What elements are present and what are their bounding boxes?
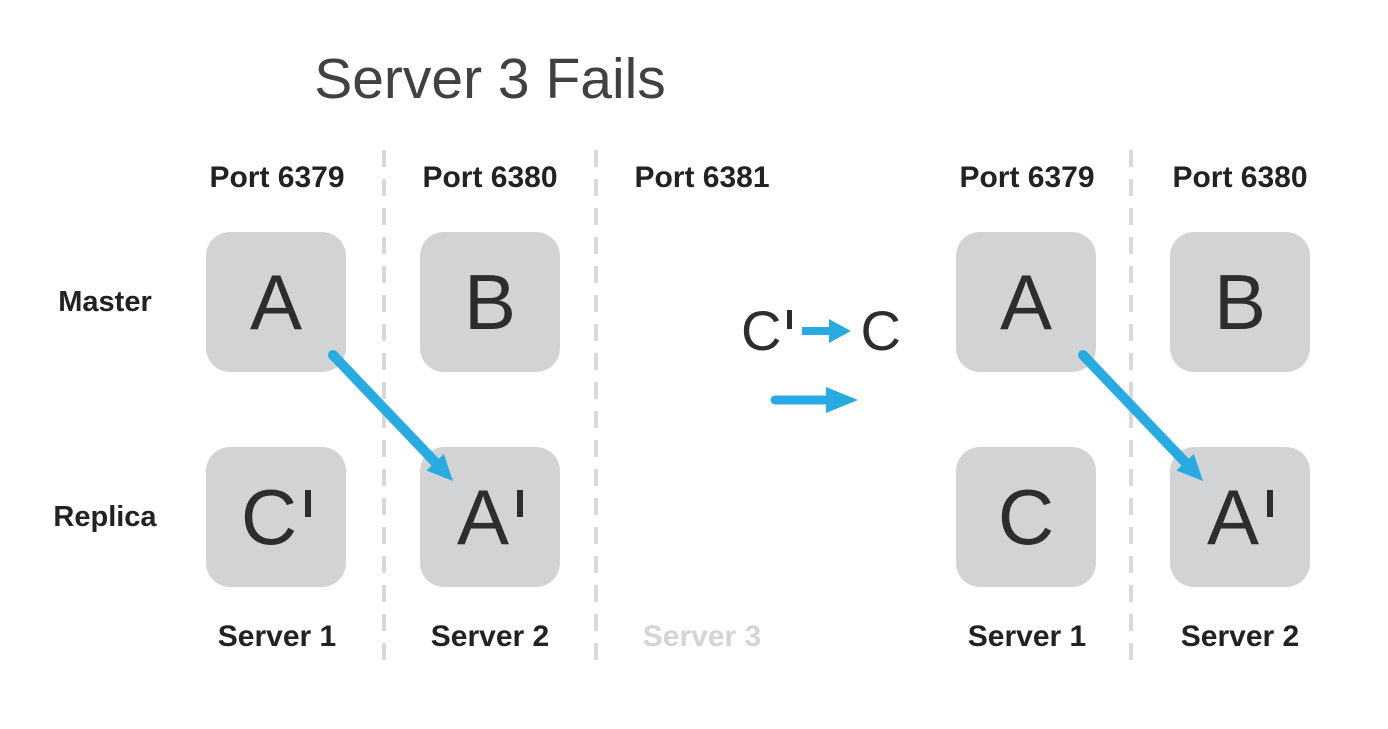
- node-letter: A: [456, 473, 510, 561]
- promotion-from-label: C: [741, 299, 793, 362]
- node-label: B: [1214, 263, 1266, 341]
- node-letter: B: [463, 258, 517, 346]
- server-label-1-before: Server 1: [217, 620, 337, 653]
- node-replica-a-prime-after: A: [1170, 447, 1310, 587]
- node-label: C: [240, 473, 312, 561]
- node-letter: A: [1206, 473, 1260, 561]
- node-master-a-before: A: [206, 232, 346, 372]
- node-label: A: [250, 263, 302, 341]
- column-divider-before-1: [382, 150, 386, 660]
- row-label-replica: Replica: [53, 501, 157, 533]
- server-label-2-after: Server 2: [1180, 620, 1300, 653]
- prime-mark: [517, 490, 524, 517]
- node-label: C: [998, 478, 1054, 556]
- promotion-to-label: C: [860, 299, 901, 362]
- prime-mark: [1267, 490, 1274, 517]
- transition-arrow-icon: [770, 387, 858, 413]
- node-letter: A: [999, 258, 1053, 346]
- promotion-arrow-icon: [802, 319, 852, 343]
- prime-mark: [787, 310, 793, 329]
- server-label-3-failed: Server 3: [642, 620, 762, 653]
- prime-mark: [305, 490, 312, 517]
- node-letter: C: [997, 473, 1055, 561]
- node-master-b-after: B: [1170, 232, 1310, 372]
- node-replica-c-prime-before: C: [206, 447, 346, 587]
- node-letter: A: [249, 258, 303, 346]
- port-label-6379-after: Port 6379: [959, 161, 1095, 194]
- node-letter: C: [240, 473, 298, 561]
- node-label: A: [456, 473, 524, 561]
- port-label-6379-before: Port 6379: [209, 161, 345, 194]
- node-label: A: [1206, 473, 1274, 561]
- column-divider-before-2: [594, 150, 598, 660]
- node-replica-a-prime-before: A: [420, 447, 560, 587]
- diagram-title: Server 3 Fails: [314, 47, 666, 111]
- port-label-6380-after: Port 6380: [1172, 161, 1308, 194]
- node-label: B: [464, 263, 516, 341]
- node-letter: B: [1213, 258, 1267, 346]
- promotion-annotation: C C: [741, 303, 901, 359]
- row-label-master: Master: [58, 286, 152, 318]
- node-master-b-before: B: [420, 232, 560, 372]
- node-replica-c-after: C: [956, 447, 1096, 587]
- column-divider-after-1: [1129, 150, 1133, 660]
- server-label-1-after: Server 1: [967, 620, 1087, 653]
- server-label-2-before: Server 2: [430, 620, 550, 653]
- port-label-6381-before: Port 6381: [634, 161, 770, 194]
- node-letter: C: [741, 299, 782, 362]
- port-label-6380-before: Port 6380: [422, 161, 558, 194]
- node-master-a-after: A: [956, 232, 1096, 372]
- node-label: A: [1000, 263, 1052, 341]
